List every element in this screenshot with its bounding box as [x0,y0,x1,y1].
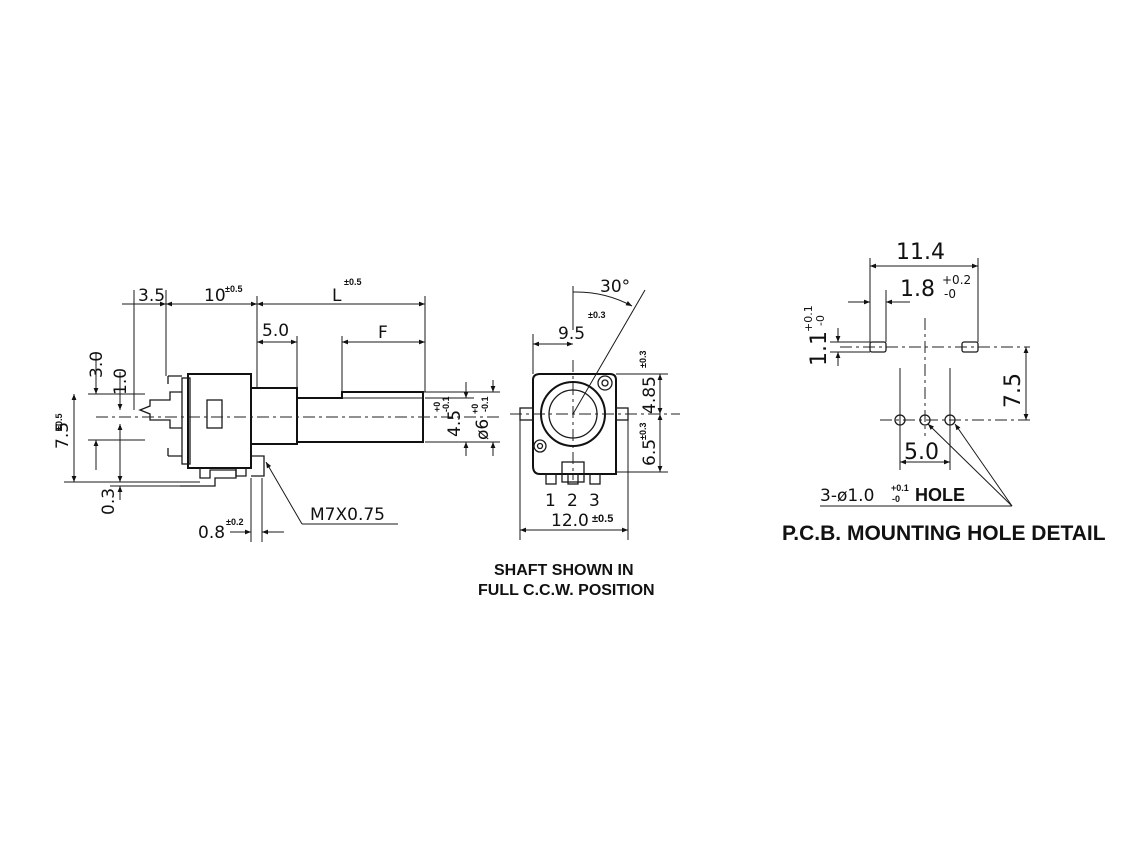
front-housing [532,373,617,475]
dim-1-1-tol-bot: -0 [814,315,827,326]
caption-line1: SHAFT SHOWN IN [494,562,634,579]
front-view: 30° 9.5 ±0.3 4.85 ±0.3 6.5 ±0.3 1 2 3 12… [478,277,680,599]
angle-30: 30° [600,277,630,297]
housing-window [206,399,223,429]
hole-note: 3-ø1.0 [820,486,874,506]
dim-F: F [378,323,388,343]
dim-4-85: 4.85 [640,376,660,414]
dim-9-5: 9.5 [558,324,585,344]
housing-body [187,373,252,469]
hole-tol-bot: -0 [892,494,900,504]
dim-4-5: 4.5 [445,410,465,437]
pcb-detail: 11.4 1.8 +0.2 -0 1.1 +0.1 -0 7.5 5.0 3-ø… [782,240,1106,545]
dim-12-0: 12.0 [551,511,589,531]
pin-1: 1 [545,491,556,511]
dim-3-0: 3.0 [87,351,107,378]
dim-3-5: 3.5 [138,286,165,306]
side-view: 3.5 10 ±0.5 L ±0.5 5.0 F 3.0 1.0 7.5 ±0.… [53,277,500,543]
dim-1-1: 1.1 [807,331,832,366]
dim-4-5-tol-bot: -0.1 [441,396,451,412]
dim-0-8-tol: ±0.2 [226,517,243,527]
dim-11-4: 11.4 [896,240,945,265]
pin-3: 3 [589,491,600,511]
dim-4-85-tol: ±0.3 [638,351,648,368]
dim-5-0: 5.0 [262,321,289,341]
dim-12-0-tol: ±0.5 [592,513,613,525]
dim-7-5-tol: ±0.5 [54,414,64,431]
hole-tol-top: +0.1 [891,483,909,493]
caption-line2: FULL C.C.W. POSITION [478,582,655,599]
dim-5-0-pcb: 5.0 [904,440,939,465]
dim-4-5-tol-top: +0 [432,402,442,412]
dim-7-5-pcb: 7.5 [1001,373,1026,408]
dim-0-8: 0.8 [198,523,225,543]
thread-callout: M7X0.75 [310,505,385,525]
dim-1-1-tol-top: +0.1 [802,305,815,332]
pin-2: 2 [567,491,578,511]
dim-1-8-tol-top: +0.2 [942,273,971,287]
dim-7-5: 7.5 [53,422,73,449]
dim-L: L [332,286,342,306]
dim-phi6: ø6 [473,419,493,440]
rivet-top [597,375,613,391]
dim-10: 10 [204,286,226,306]
dim-6-5-tol: ±0.3 [638,423,648,440]
rear-plate [181,377,191,465]
angle-line [572,289,646,415]
dim-phi6-tol-top: +0 [470,404,480,414]
dim-10-tol: ±0.5 [225,284,242,294]
bushing [250,387,298,445]
dim-L-tol: ±0.5 [344,277,361,287]
dim-9-5-tol: ±0.3 [588,310,605,320]
hole-word: HOLE [915,485,965,505]
rivet-bottom [533,439,547,453]
rear-terminal [138,391,182,429]
dim-phi6-tol-bot: -0.1 [480,396,490,412]
pcb-detail-title: P.C.B. MOUNTING HOLE DETAIL [782,522,1106,545]
dim-6-5: 6.5 [640,439,660,466]
dim-0-3: 0.3 [99,488,119,515]
dim-1-8-tol-bot: -0 [944,287,956,301]
dim-1-8: 1.8 [900,277,935,302]
dim-1-0: 1.0 [111,368,131,395]
